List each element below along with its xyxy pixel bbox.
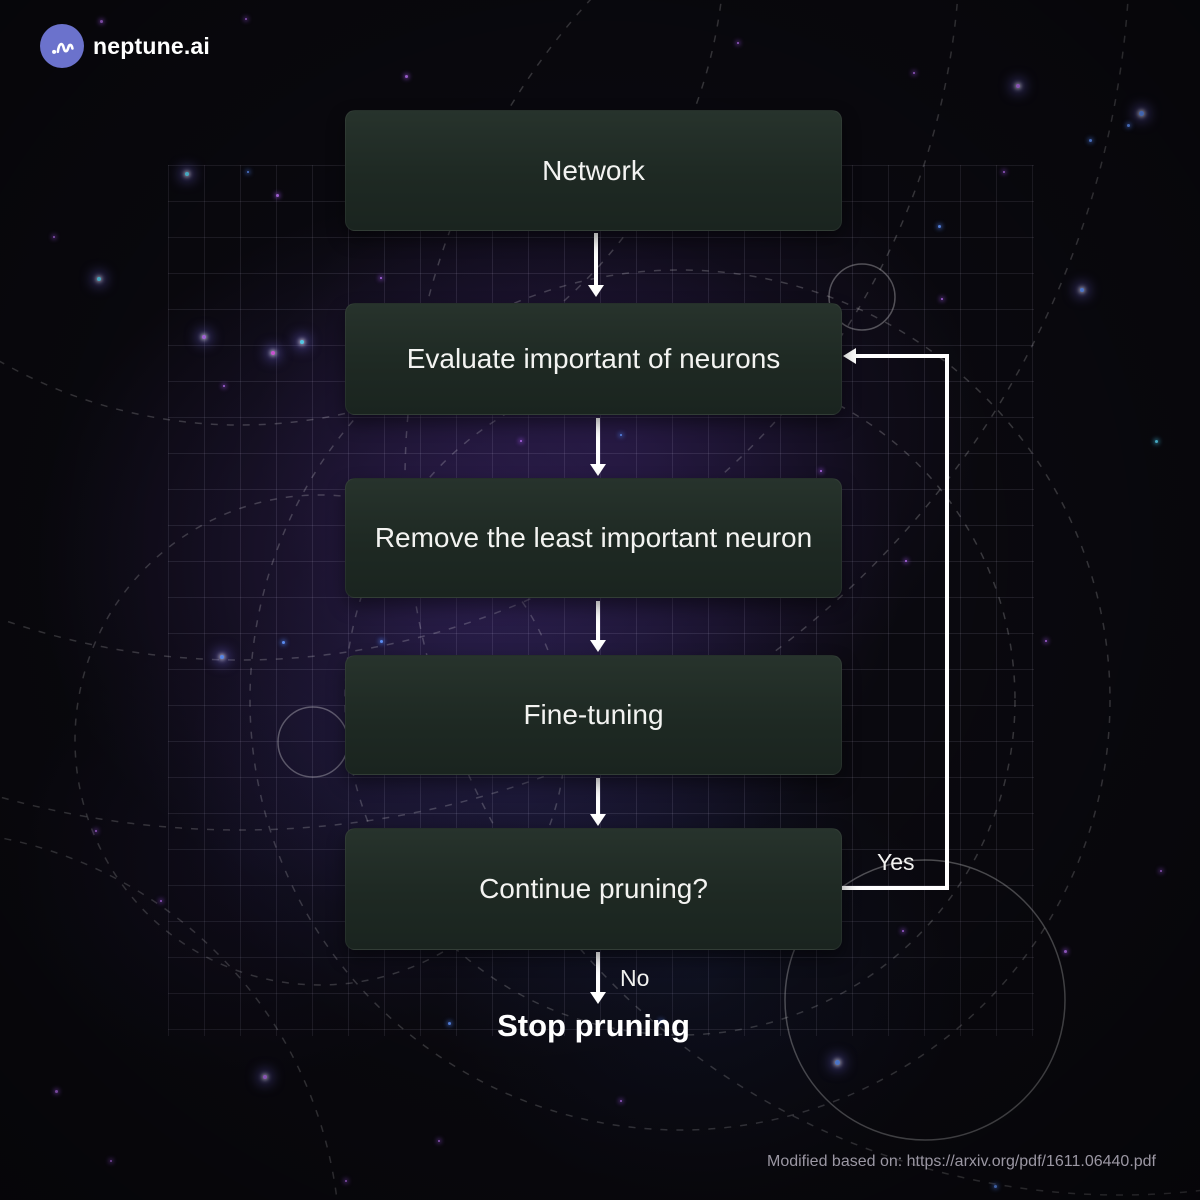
star	[110, 1160, 112, 1162]
yes-edge-bottom-segment	[841, 886, 949, 890]
star	[902, 930, 904, 932]
star	[220, 655, 224, 659]
star	[1080, 288, 1084, 292]
edge-evaluate-to-remove	[590, 418, 606, 476]
star	[380, 640, 383, 643]
no-edge-label: No	[620, 965, 650, 991]
star	[160, 900, 162, 902]
waveform-glyph	[52, 42, 74, 54]
star	[1160, 870, 1162, 872]
star	[380, 277, 382, 279]
star	[185, 172, 189, 176]
edge-continue-to-stop	[590, 952, 606, 1004]
arrow-down-icon	[590, 640, 606, 652]
star	[1139, 111, 1144, 116]
yes-edge-top-segment	[855, 354, 949, 358]
yes-edge-arrowhead-icon	[843, 348, 856, 364]
star	[276, 194, 279, 197]
arrow-shaft	[596, 601, 600, 640]
arrow-shaft	[596, 418, 600, 464]
star	[1127, 124, 1130, 127]
star	[737, 42, 739, 44]
star	[905, 560, 907, 562]
yes-edge-vertical-segment	[945, 354, 949, 890]
star	[660, 1020, 662, 1022]
star	[300, 340, 304, 344]
edge-network-to-evaluate	[588, 233, 604, 297]
star	[1089, 139, 1092, 142]
arrow-down-icon	[590, 814, 606, 826]
star	[820, 470, 822, 472]
node-fine-tuning: Fine-tuning	[345, 655, 842, 775]
star	[1064, 950, 1067, 953]
star	[345, 1180, 347, 1182]
source-credit: Modified based on: https://arxiv.org/pdf…	[767, 1153, 1156, 1170]
star	[1003, 171, 1005, 173]
dashed-circle	[344, 364, 1016, 1036]
arrow-shaft	[594, 233, 598, 285]
star	[263, 1075, 267, 1079]
star	[438, 1140, 440, 1142]
brand-header: neptune.ai	[40, 24, 210, 68]
star	[100, 20, 103, 23]
node-continue-pruning: Continue pruning?	[345, 828, 842, 950]
star	[941, 298, 943, 300]
arrow-down-icon	[588, 285, 604, 297]
node-network: Network	[345, 110, 842, 231]
waveform-icon	[40, 24, 84, 68]
dashed-circle	[0, 0, 1129, 831]
star	[1016, 84, 1020, 88]
star	[202, 335, 206, 339]
brand-name: neptune.ai	[93, 32, 211, 59]
star	[223, 385, 225, 387]
star	[271, 351, 275, 355]
star	[520, 440, 522, 442]
star	[1155, 440, 1158, 443]
arrow-shaft	[596, 778, 600, 814]
star	[620, 1100, 622, 1102]
node-remove-least-important: Remove the least important neuron	[345, 478, 842, 598]
star	[245, 18, 247, 20]
node-evaluate-importance: Evaluate important of neurons	[345, 303, 842, 415]
arrow-down-icon	[590, 464, 606, 476]
solid-circle	[828, 263, 896, 331]
star	[994, 1185, 997, 1188]
star	[835, 1060, 840, 1065]
star	[620, 434, 622, 436]
dashed-circle	[249, 269, 1111, 1131]
edge-remove-to-finetune	[590, 601, 606, 652]
star	[97, 277, 101, 281]
star	[247, 171, 249, 173]
star	[95, 830, 97, 832]
edge-finetune-to-continue	[590, 778, 606, 826]
star	[448, 1022, 451, 1025]
yes-edge-label: Yes	[877, 849, 915, 875]
terminal-stop-pruning: Stop pruning	[497, 1008, 690, 1043]
star	[55, 1090, 58, 1093]
arrow-down-icon	[590, 992, 606, 1004]
star	[405, 75, 408, 78]
star	[938, 225, 941, 228]
arrow-shaft	[596, 952, 600, 992]
star	[53, 236, 55, 238]
star	[913, 72, 915, 74]
star	[1045, 640, 1047, 642]
solid-circle	[784, 859, 1066, 1141]
star	[282, 641, 285, 644]
